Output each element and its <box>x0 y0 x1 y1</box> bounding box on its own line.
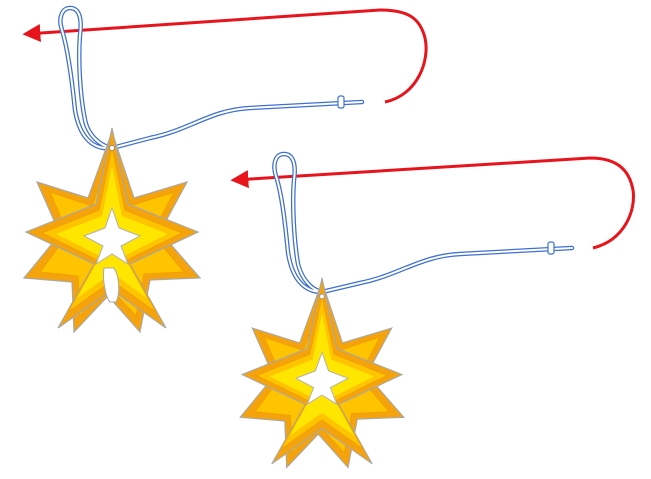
cord-bead-1 <box>337 95 345 109</box>
cord-bead-2 <box>547 241 555 255</box>
arrow-1 <box>22 8 428 104</box>
cord-2 <box>272 151 575 295</box>
hang-hole-2 <box>319 293 325 300</box>
arrow-2 <box>230 156 635 250</box>
red-arrow-1 <box>22 8 428 104</box>
red-arrow-2 <box>230 156 635 250</box>
star-ornament-2 <box>239 277 405 469</box>
hanging-tab-icon <box>103 267 120 303</box>
hang-hole-1 <box>109 145 115 151</box>
cord-1 <box>58 5 365 151</box>
star-ornament-1 <box>23 127 201 333</box>
